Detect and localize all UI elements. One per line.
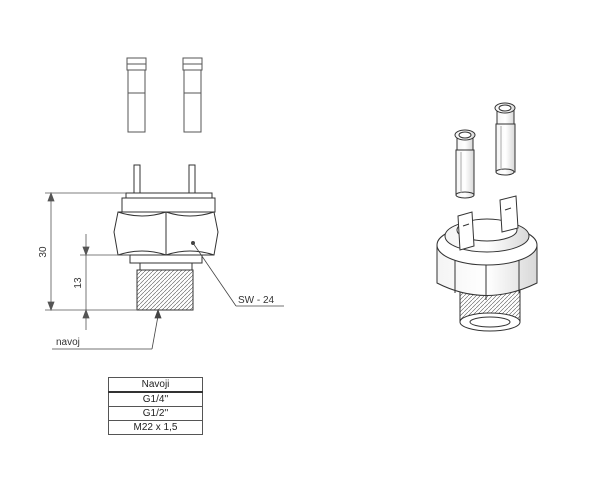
thread-label: navoj: [56, 337, 80, 348]
wrench-size-label: SW - 24: [238, 295, 275, 306]
sensor-3d-view: [436, 195, 538, 332]
sensor-front-view: [113, 164, 219, 311]
dimension-13-label: 13: [73, 277, 84, 289]
thread-table-cell: G1/2'': [108, 406, 203, 421]
thread-table: Navoji G1/4'' G1/2'' M22 x 1,5: [108, 377, 203, 435]
thread-table-header: Navoji: [108, 377, 203, 393]
dimension-13: [80, 234, 130, 330]
dimension-30: [45, 191, 137, 312]
connector-3d-left: [454, 129, 476, 199]
thread-table-header-row: Navoji: [108, 377, 203, 393]
table-row: G1/2'': [108, 406, 203, 421]
wrench-size-leader: [190, 240, 284, 307]
table-row: M22 x 1,5: [108, 420, 203, 435]
table-row: G1/4'': [108, 391, 203, 407]
thread-table-cell: G1/4'': [108, 391, 203, 407]
thread-leader: [52, 308, 162, 350]
connector-3d-right: [494, 102, 516, 176]
dimension-30-label: 30: [38, 246, 49, 258]
connector-left-front: [126, 57, 147, 133]
connector-right-front: [182, 57, 203, 133]
thread-table-cell: M22 x 1,5: [108, 420, 203, 435]
